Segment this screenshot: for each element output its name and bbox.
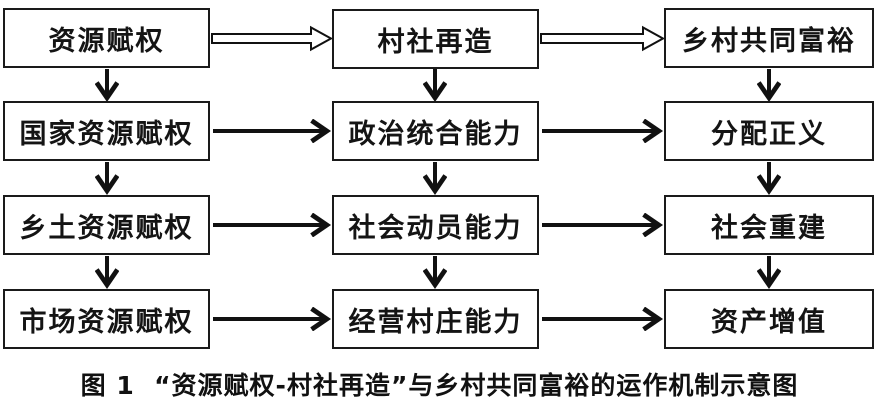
node-market-resource-empowerment: 市场资源赋权: [3, 289, 210, 349]
node-distributive-justice: 分配正义: [664, 101, 874, 161]
node-label: 社会动员能力: [348, 212, 523, 244]
node-political-integration-capacity: 政治统合能力: [332, 101, 539, 161]
hollow-arrow-1: [211, 25, 334, 52]
node-label: 乡村共同富裕: [682, 25, 856, 57]
node-label: 资产增值: [711, 306, 827, 338]
figure-caption: 图 1 “资源赋权-村社再造”与乡村共同富裕的运作机制示意图: [80, 371, 799, 400]
node-label: 经营村庄能力: [348, 306, 523, 338]
node-local-resource-empowerment: 乡土资源赋权: [3, 195, 210, 255]
node-label: 国家资源赋权: [19, 118, 194, 150]
node-social-mobilization-capacity: 社会动员能力: [332, 195, 539, 255]
node-label: 分配正义: [711, 118, 827, 150]
node-village-operation-capacity: 经营村庄能力: [332, 289, 539, 349]
flow-diagram: 资源赋权 村社再造 乡村共同富裕 国家资源赋权 政治统合能力 分配正义 乡土资源…: [0, 8, 879, 360]
arrow-layer: [0, 25, 879, 360]
node-label: 市场资源赋权: [19, 306, 194, 338]
node-label: 政治统合能力: [348, 118, 523, 150]
node-label: 村社再造: [377, 26, 494, 58]
hollow-arrow-2: [540, 25, 666, 52]
node-village-community-rebuilding: 村社再造: [332, 9, 539, 69]
node-resource-empowerment: 资源赋权: [3, 8, 210, 68]
node-state-resource-empowerment: 国家资源赋权: [3, 101, 210, 161]
node-asset-appreciation: 资产增值: [664, 289, 874, 349]
node-social-reconstruction: 社会重建: [664, 195, 874, 255]
node-label: 乡土资源赋权: [19, 212, 194, 244]
node-label: 社会重建: [711, 212, 827, 244]
node-label: 资源赋权: [48, 25, 165, 57]
node-rural-common-prosperity: 乡村共同富裕: [664, 8, 874, 68]
